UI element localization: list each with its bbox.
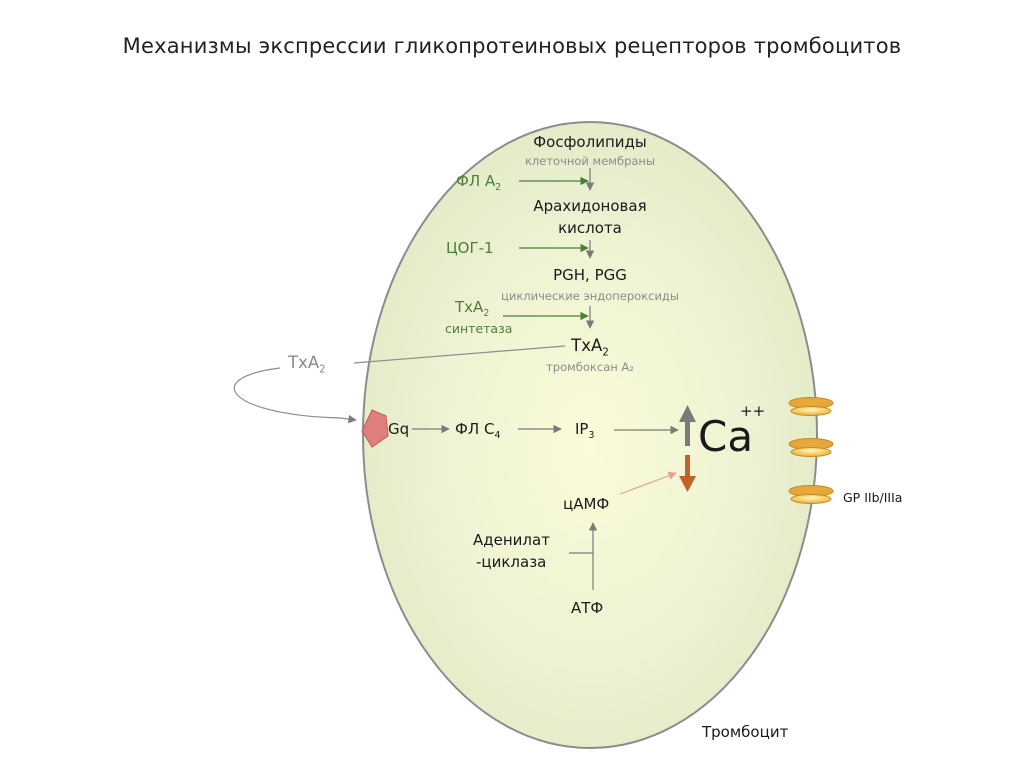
membrane-note: клеточной мембраны: [525, 154, 655, 168]
txa2-outer-label: TxA2: [288, 353, 326, 375]
thromboxane-note: тромбоксан А₂: [546, 360, 634, 374]
txa2-synthase-label: TxA2: [455, 298, 489, 319]
gp-receptors: [789, 398, 833, 504]
synthase-note: синтетаза: [445, 321, 512, 336]
atp-label: АТФ: [571, 599, 603, 617]
endoperoxides-note: циклические эндопероксиды: [501, 289, 679, 303]
gp-receptor-icon: [789, 398, 833, 416]
calcium-label: Ca: [698, 416, 753, 458]
arachidonic-label-2: кислота: [558, 219, 622, 237]
arachidonic-label-1: Арахидоновая: [533, 197, 646, 215]
ip3-label: IP3: [575, 420, 594, 441]
gp-receptor-icon: [789, 486, 833, 504]
gp-receptor-label: GP IIb/IIIa: [843, 490, 902, 505]
gq-label: Gq: [388, 420, 409, 438]
phospholipids-label: Фосфолипиды: [533, 133, 646, 151]
pla2-label: ФЛ А2: [456, 172, 501, 193]
gp-receptor-icon: [789, 439, 833, 457]
txa2-inner-label: TxA2: [571, 336, 609, 358]
adenylate-label-2: -циклаза: [476, 553, 546, 571]
camp-label: цАМФ: [563, 495, 609, 513]
platelet-label: Тромбоцит: [702, 723, 788, 741]
adenylate-label-1: Аденилат: [473, 531, 550, 549]
cox1-label: ЦОГ-1: [446, 239, 494, 257]
pgh-pgg-label: PGH, PGG: [553, 266, 627, 284]
calcium-charge: ++: [740, 402, 765, 420]
plc-label: ФЛ С4: [455, 420, 500, 441]
